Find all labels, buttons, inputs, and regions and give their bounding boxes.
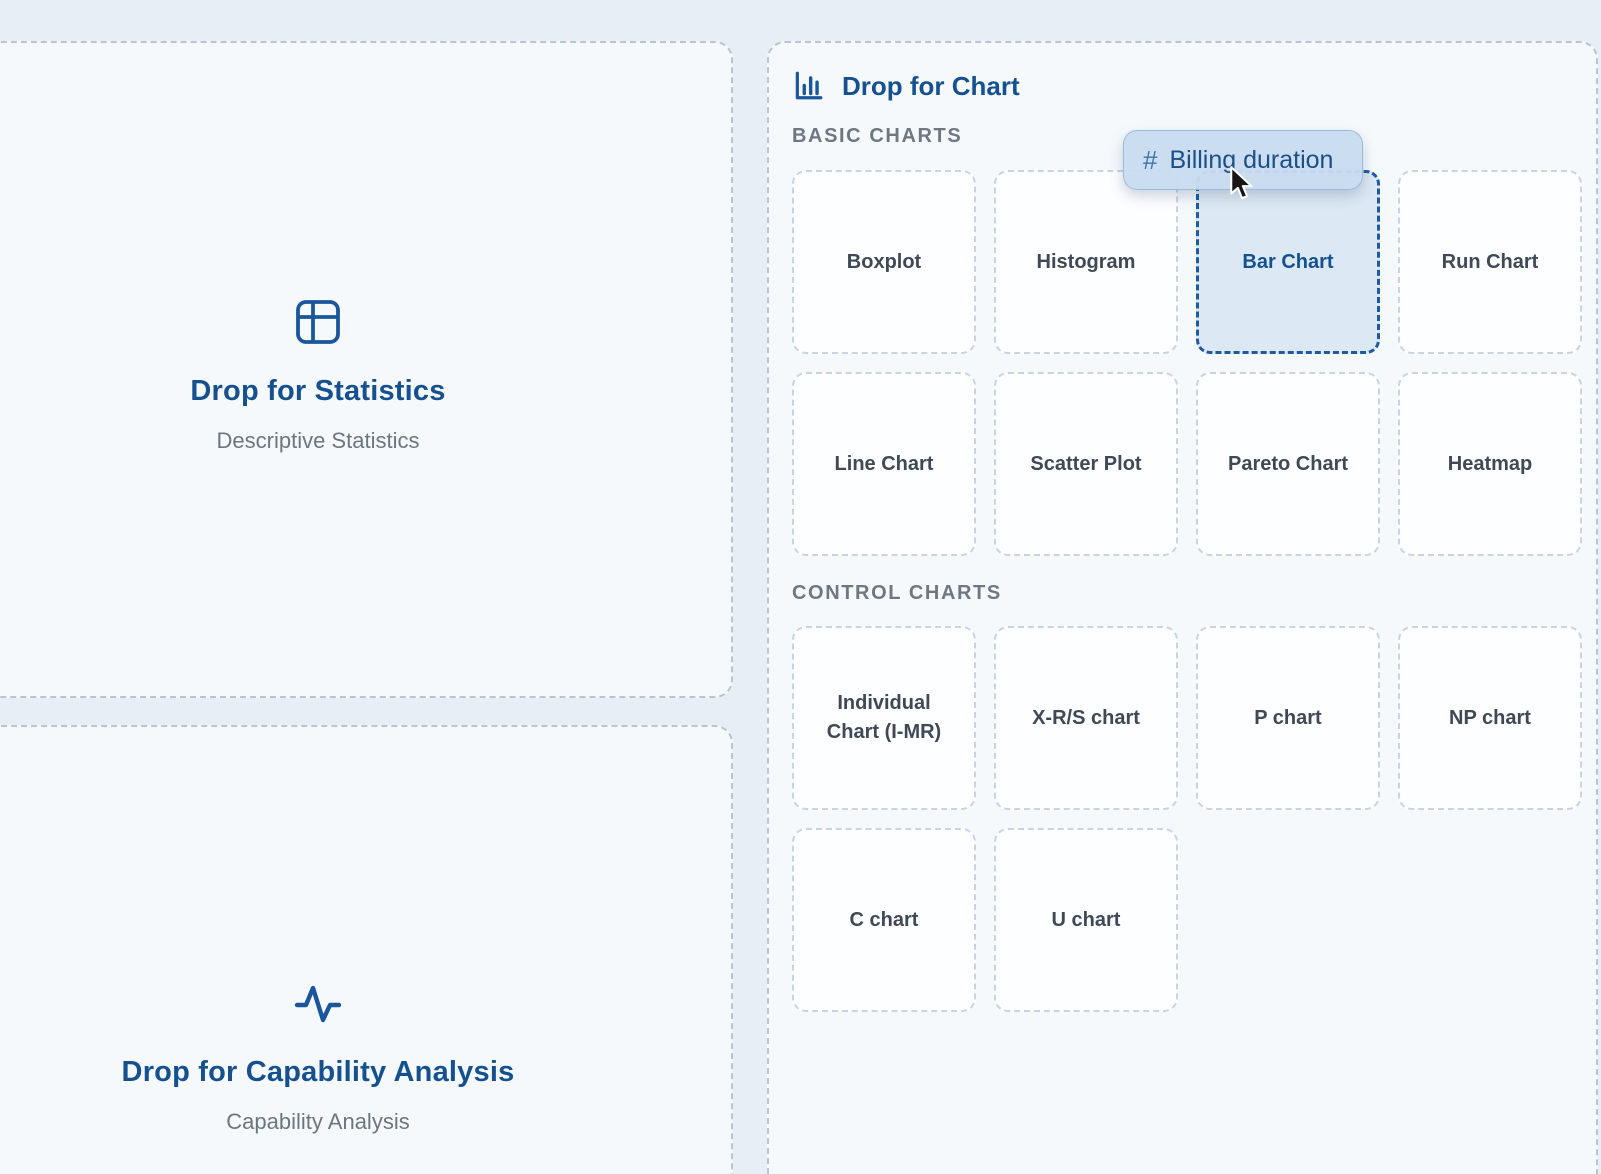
tile-histogram[interactable]: Histogram <box>994 170 1178 354</box>
mouse-cursor-icon <box>1229 166 1256 206</box>
capability-drop-zone[interactable]: Drop for Capability Analysis Capability … <box>0 725 733 1174</box>
statistics-zone-subtitle: Descriptive Statistics <box>216 428 420 453</box>
table-icon <box>294 298 342 348</box>
tile-c-chart[interactable]: C chart <box>792 828 976 1012</box>
chart-zone-header: Drop for Chart <box>792 69 1596 103</box>
numeric-variable-hash-icon: # <box>1143 144 1158 175</box>
tile-run-chart[interactable]: Run Chart <box>1398 170 1582 354</box>
tile-p-chart[interactable]: P chart <box>1196 626 1380 810</box>
chart-zone-title: Drop for Chart <box>842 70 1020 101</box>
tile-boxplot[interactable]: Boxplot <box>792 170 976 354</box>
tile-xrs-chart[interactable]: X-R/S chart <box>994 626 1178 810</box>
section-label-control-charts: CONTROL CHARTS <box>792 582 1002 604</box>
bar-chart-icon <box>792 70 824 102</box>
dragged-variable-chip[interactable]: # Billing duration <box>1123 130 1363 190</box>
tile-pareto-chart[interactable]: Pareto Chart <box>1196 372 1380 556</box>
statistics-drop-zone[interactable]: Drop for Statistics Descriptive Statisti… <box>0 41 733 698</box>
statistics-zone-title: Drop for Statistics <box>190 375 446 407</box>
tile-heatmap[interactable]: Heatmap <box>1398 372 1582 556</box>
tile-scatter-plot[interactable]: Scatter Plot <box>994 372 1178 556</box>
capability-zone-title: Drop for Capability Analysis <box>121 1056 515 1088</box>
basic-charts-grid: Boxplot Histogram Bar Chart Run Chart Li… <box>792 170 1596 556</box>
activity-icon <box>292 979 344 1029</box>
tile-np-chart[interactable]: NP chart <box>1398 626 1582 810</box>
chart-drop-zone[interactable]: Drop for Chart BASIC CHARTS Boxplot Hist… <box>767 41 1598 1174</box>
tile-u-chart[interactable]: U chart <box>994 828 1178 1012</box>
tile-line-chart[interactable]: Line Chart <box>792 372 976 556</box>
section-label-basic-charts: BASIC CHARTS <box>792 125 963 147</box>
tile-bar-chart[interactable]: Bar Chart <box>1196 170 1380 354</box>
control-charts-grid: Individual Chart (I-MR) X-R/S chart P ch… <box>792 626 1596 1012</box>
dragged-variable-label: Billing duration <box>1169 145 1334 174</box>
tile-individual-chart-imr[interactable]: Individual Chart (I-MR) <box>792 626 976 810</box>
capability-zone-subtitle: Capability Analysis <box>226 1109 410 1134</box>
